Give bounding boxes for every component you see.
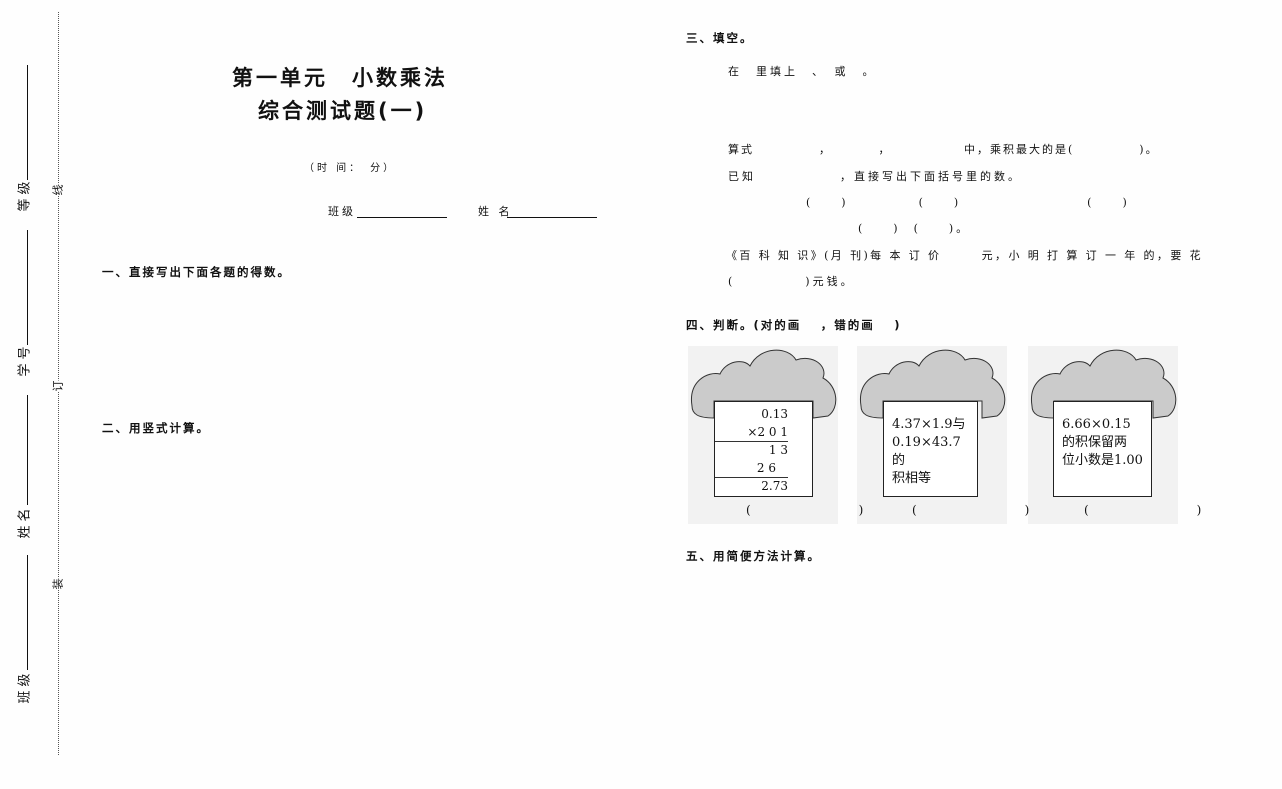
judge-2-content: 4.37×1.9与 0.19×43.7的 积相等 [883,401,978,497]
judge-1-content: 0.13 ×2 0 1 1 3 2 6 2.73 [714,401,813,497]
statement-line: 0.19×43.7的 [892,435,961,468]
grade-label: 等级 [17,177,33,212]
calc-line: ×2 0 1 [715,424,788,442]
section-3-title: 三、填空。 [686,31,754,45]
cut-mark-ding: 订 [49,380,66,392]
fill-q3-blanks-a: ( ) ( ) ( ) [806,196,1130,209]
judge-1-answer[interactable]: ( ) [746,503,892,517]
statement-line: 4.37×1.9与 [892,417,966,432]
class-line [27,555,28,670]
fill-q4-line2: ( )元钱。 [728,275,855,288]
fill-q2: 算式 ， ， 中，乘积最大的是( )。 [728,143,1159,156]
fill-q3-blanks-b: ( ) ( )。 [858,222,971,235]
class-label: 班级 [17,669,33,704]
name-field[interactable] [507,217,597,218]
cut-mark-xian: 线 [49,184,66,196]
judge-3-answer[interactable]: ( ) [1084,503,1230,517]
class-field[interactable] [357,217,447,218]
calc-line: 1 3 [768,443,788,457]
section-4-title: 四、判断。(对的画 ，错的画 ) [686,318,902,332]
class-field-label: 班级 [328,205,356,218]
title-line-1: 第一单元 小数乘法 [232,66,448,90]
time-label: （时 间： 分） [304,163,397,174]
name-label: 姓名 [17,504,33,539]
title-line-2: 综合测试题(一) [258,99,428,123]
judge-3-content: 6.66×0.15 的积保留两 位小数是1.00 [1053,401,1152,497]
statement-line: 位小数是1.00 [1062,453,1143,468]
section-5-title: 五、用简便方法计算。 [686,549,821,563]
fill-q3: 已知 ，直接写出下面括号里的数。 [728,170,1022,183]
section-1-title: 一、直接写出下面各题的得数。 [102,265,291,279]
student-id-label: 学号 [17,342,33,377]
student-id-line [27,230,28,345]
calc-line: 2.73 [761,479,788,493]
cut-mark-zhuang: 装 [49,578,66,590]
section-2-title: 二、用竖式计算。 [102,421,210,435]
calc-line: 2 6 [715,460,788,478]
name-field-label: 姓 名 [478,205,513,218]
statement-line: 积相等 [892,471,932,486]
judge-2-answer[interactable]: ( ) [912,503,1058,517]
statement-line: 6.66×0.15 [1062,417,1131,432]
calc-line: 0.13 [761,407,788,421]
name-line [27,395,28,505]
statement-line: 的积保留两 [1062,435,1128,450]
fill-q1: 在 里填上 、 或 。 [728,65,877,78]
fill-q4-line1: 《百 科 知 识》(月 刊)每 本 订 价 元，小 明 打 算 订 一 年 的，… [726,249,1204,262]
grade-line [27,65,28,180]
